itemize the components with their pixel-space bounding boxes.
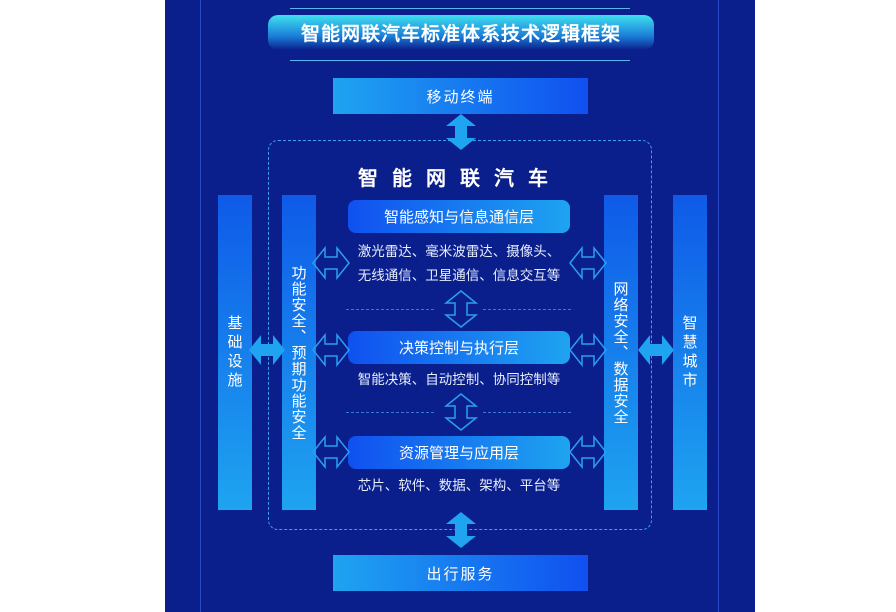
layer-perception: 智能感知与信息通信层 (348, 200, 570, 233)
separator (346, 412, 434, 413)
travel-service-box: 出行服务 (333, 555, 588, 591)
divider (290, 60, 630, 61)
diagram-title: 智能网联汽车标准体系技术逻辑框架 (268, 15, 654, 50)
smart-city-bar: 智慧城市 (673, 195, 707, 510)
separator (483, 412, 571, 413)
double-arrow-outline-icon (445, 393, 477, 431)
divider (290, 8, 630, 9)
double-arrow-outline-icon (312, 334, 350, 366)
functional-safety-bar: 功能安全、预期功能安全 (282, 195, 316, 510)
separator (346, 309, 434, 310)
infrastructure-bar: 基础设施 (218, 195, 252, 510)
double-arrow-outline-icon (569, 334, 607, 366)
double-arrow-outline-icon (569, 247, 607, 279)
divider (718, 0, 719, 612)
layer-decision: 决策控制与执行层 (348, 331, 570, 364)
layer-decision-desc: 智能决策、自动控制、协同控制等 (330, 368, 588, 392)
mobile-terminal-box: 移动终端 (333, 78, 588, 114)
divider (200, 0, 201, 612)
double-arrow-outline-icon (312, 436, 350, 468)
desc-line: 智能决策、自动控制、协同控制等 (357, 372, 561, 388)
vehicle-title: 智能网联汽车 (358, 166, 562, 190)
double-arrow-icon (638, 335, 674, 365)
desc-line: 芯片、软件、数据、架构、平台等 (357, 478, 561, 494)
double-arrow-icon (446, 512, 476, 548)
double-arrow-icon (249, 335, 285, 365)
cyber-security-bar: 网络安全、数据安全 (604, 195, 638, 510)
double-arrow-outline-icon (312, 247, 350, 279)
separator (483, 309, 571, 310)
layer-resource-desc: 芯片、软件、数据、架构、平台等 (330, 474, 588, 498)
double-arrow-outline-icon (569, 436, 607, 468)
double-arrow-icon (446, 114, 476, 150)
desc-line: 激光雷达、毫米波雷达、摄像头、 (357, 244, 561, 260)
layer-resource: 资源管理与应用层 (348, 436, 570, 469)
desc-line: 无线通信、卫星通信、信息交互等 (357, 268, 561, 284)
double-arrow-outline-icon (445, 290, 477, 328)
layer-perception-desc: 激光雷达、毫米波雷达、摄像头、 无线通信、卫星通信、信息交互等 (330, 240, 588, 288)
